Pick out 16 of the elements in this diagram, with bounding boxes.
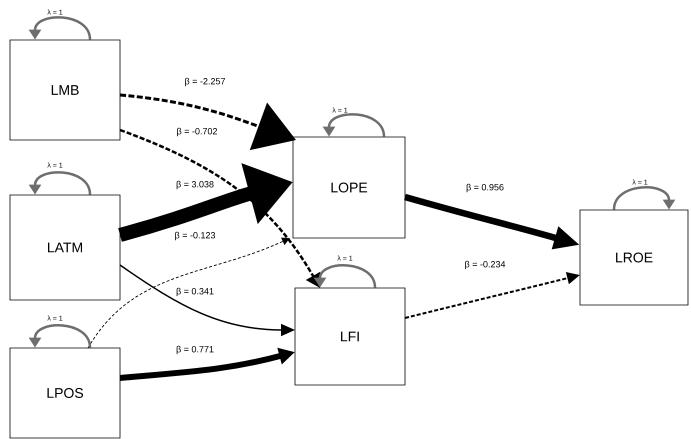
coefficient-label: β = 0.341 [175,286,215,298]
coefficient-label: β = -0.702 [176,126,218,138]
variable-box: LFI [294,288,406,386]
variable-box: LROE [580,210,688,306]
coefficient-label: β = 3.038 [175,180,215,190]
variable-box: LMB [10,40,120,140]
coefficient-label: β = 0.771 [175,344,215,356]
variable-box: LATM [10,194,120,300]
variable-box: LPOS [10,348,120,438]
coefficient-label: β = -0.234 [464,260,506,270]
variable-box: LOPE [292,136,406,238]
coefficient-label: β = -0.123 [174,230,216,242]
self-loop-arrow [612,186,676,210]
coefficient-label: β = 0.956 [465,182,505,194]
coefficient-label: β = -2.257 [184,76,226,88]
path-arrow [88,238,290,348]
